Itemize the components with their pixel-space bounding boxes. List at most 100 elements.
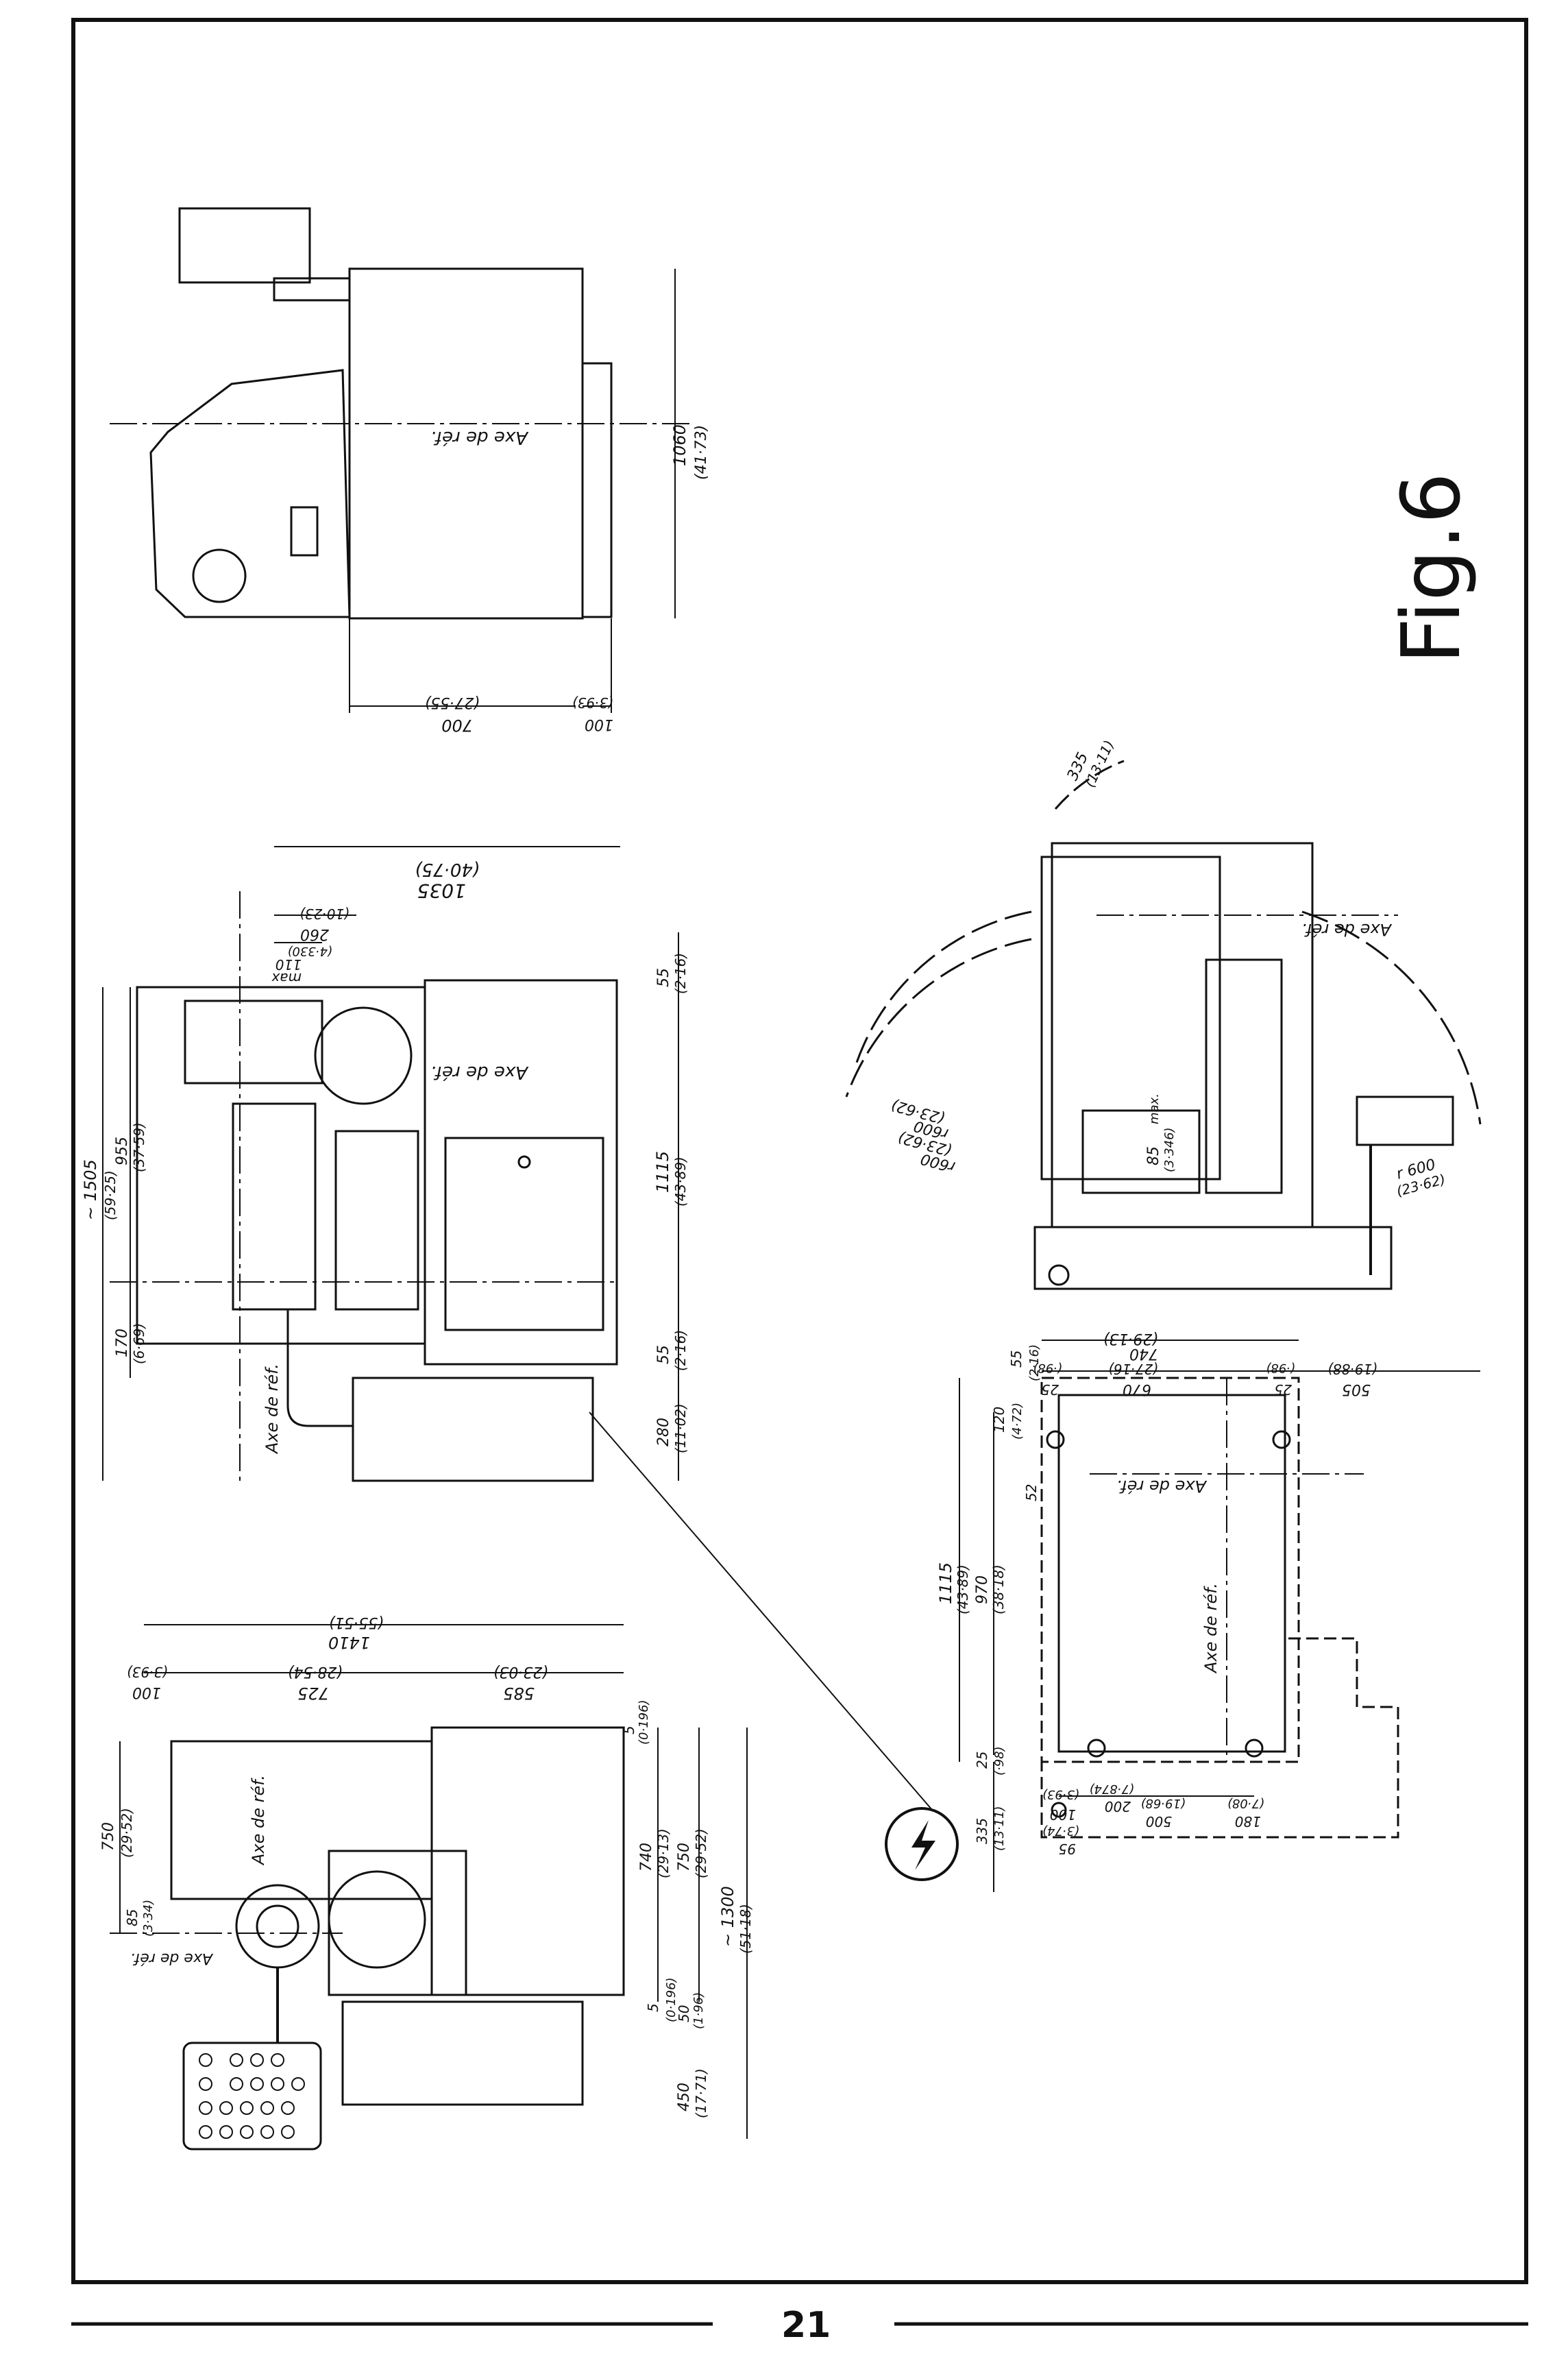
dim-690-in: (27·16)	[1108, 1361, 1158, 1377]
dim-505: 505	[1342, 1381, 1371, 1398]
cabinet-door	[444, 1137, 604, 1331]
dim-170-in: (6·69)	[131, 1323, 147, 1364]
dim-750b-in: (29·52)	[693, 1828, 709, 1878]
dim-5a: 5	[621, 1725, 637, 1734]
dim-260-in: (10·23)	[299, 906, 350, 922]
base-plate	[1033, 1226, 1393, 1290]
dim-200-in: (7·874)	[1089, 1782, 1134, 1796]
dim-750: 750	[100, 1822, 117, 1851]
axis-label-2: Axe de réf.	[249, 1775, 268, 1866]
dim-55b: 55	[655, 1345, 672, 1364]
dim-85-in: (3·34)	[141, 1900, 156, 1937]
dim-110: 110	[275, 956, 302, 973]
control-box	[178, 207, 311, 284]
dim-970-in: (38·18)	[990, 1564, 1007, 1614]
lower-unit	[1081, 1109, 1201, 1194]
service-area-outline	[1040, 1637, 1399, 1839]
dim-5a-in: (0·196)	[637, 1699, 651, 1745]
dim-120-in: (4·72)	[1010, 1403, 1025, 1440]
dim-55a: 55	[655, 968, 672, 987]
dim-585: 585	[503, 1684, 535, 1703]
dim-100-in: (3·93)	[127, 1664, 168, 1680]
dim-750b: 750	[676, 1843, 693, 1872]
anchor-hole	[1051, 1802, 1067, 1818]
cabinet-side	[581, 362, 613, 618]
dim-180-in: (7·08)	[1227, 1796, 1264, 1810]
door-swing-arc-335	[1054, 760, 1125, 810]
dim-1505: ~ 1505	[81, 1159, 100, 1220]
cabinet-front	[424, 979, 618, 1366]
machine-body	[1051, 842, 1314, 1228]
dim-1410: 1410	[328, 1633, 370, 1652]
dim-1505-in: (59·25)	[102, 1170, 119, 1220]
view-door-swing: Axe de réf. 335 (13·11) (23·62) r600 (23…	[845, 738, 1482, 1290]
axis-label-bottom: Axe de réf.	[262, 1364, 282, 1455]
coolant-tank	[352, 1377, 594, 1482]
dim-height-in: (41·73)	[693, 425, 710, 480]
view-top: Axe de réf. 1060 (41·73) 700 (27·55) 100…	[110, 207, 710, 735]
dim-110-in: (4·330)	[287, 944, 332, 958]
dim-5b-in: (0·196)	[664, 1977, 678, 2022]
dim-280: 280	[655, 1418, 672, 1446]
dim-85: 85	[124, 1909, 140, 1926]
dim-1115-in: (43·89)	[955, 1564, 971, 1614]
dim-100: 100	[132, 1684, 161, 1701]
dim-725-in: (28·54)	[288, 1663, 343, 1680]
dim-335: 335	[974, 1818, 990, 1844]
dim-100-in: (3·93)	[572, 694, 613, 711]
column	[1205, 958, 1283, 1194]
axis-label: Axe de réf.	[430, 427, 529, 448]
motor-pulley	[192, 548, 247, 603]
keypad-buttons	[199, 2053, 305, 2139]
dim-335-in: (13·11)	[992, 1806, 1007, 1851]
dim-52: 52	[1023, 1484, 1040, 1501]
dim-55b-in: (2·16)	[672, 1330, 689, 1371]
dim-5b: 5	[645, 2003, 661, 2012]
door-swing-arc-600b	[845, 938, 1032, 1098]
dim-100: 100	[1050, 1806, 1076, 1823]
footprint-outline	[1040, 1377, 1300, 1763]
dim-1035: 1035	[417, 880, 466, 902]
view-middle: Axe de réf. Axe de réf. 1035 (40·75) 260…	[81, 846, 689, 1482]
cabinet-block	[430, 1726, 625, 1996]
dim-25a-in: (·98)	[1033, 1361, 1062, 1375]
dim-55: 55	[1008, 1350, 1025, 1368]
dim-55-in: (2·16)	[1027, 1344, 1042, 1381]
coolant-pipe	[286, 1309, 353, 1427]
drawing-frame	[71, 18, 1528, 2284]
spindle-housing	[232, 1102, 317, 1311]
dim-1035-in: (40·75)	[415, 859, 480, 880]
door-lock	[517, 1155, 531, 1169]
dim-85: 85	[1145, 1146, 1162, 1165]
dim-25a: 25	[1042, 1381, 1059, 1398]
dim-25c: 25	[974, 1752, 990, 1769]
dim-740: 740	[1129, 1345, 1158, 1362]
dim-725: 725	[297, 1684, 329, 1703]
wheel-cover	[328, 1870, 426, 1969]
dim-170: 170	[114, 1329, 131, 1357]
door-swing-arc-600a	[855, 910, 1032, 1063]
dim-670: 670	[1123, 1381, 1151, 1398]
anchor-hole	[1087, 1739, 1106, 1758]
axis-label: Axe de réf.	[130, 1950, 214, 1967]
dim-505-in: (19·88)	[1327, 1361, 1377, 1377]
axis-label: Axe de réf.	[1301, 920, 1393, 939]
dim-85-in: (3·346)	[1162, 1127, 1177, 1172]
side-door	[328, 1850, 467, 1996]
inspection-window	[290, 506, 319, 557]
dim-95-in: (3·74)	[1042, 1824, 1079, 1838]
anchor-hole	[1272, 1430, 1291, 1449]
front-door	[1040, 856, 1221, 1180]
dim-200: 200	[1105, 1798, 1131, 1815]
dim-1115: 1115	[653, 1151, 672, 1193]
anchor-hole	[1046, 1430, 1065, 1449]
leader-line	[589, 1412, 933, 1810]
motor-housing	[149, 369, 351, 618]
dim-1300-in: (51·18)	[737, 1904, 754, 1954]
dim-1300: ~ 1300	[718, 1886, 737, 1947]
motor-fins	[184, 1000, 323, 1085]
dim-970: 970	[974, 1575, 991, 1604]
dim-700-in: (27·55)	[425, 694, 480, 711]
